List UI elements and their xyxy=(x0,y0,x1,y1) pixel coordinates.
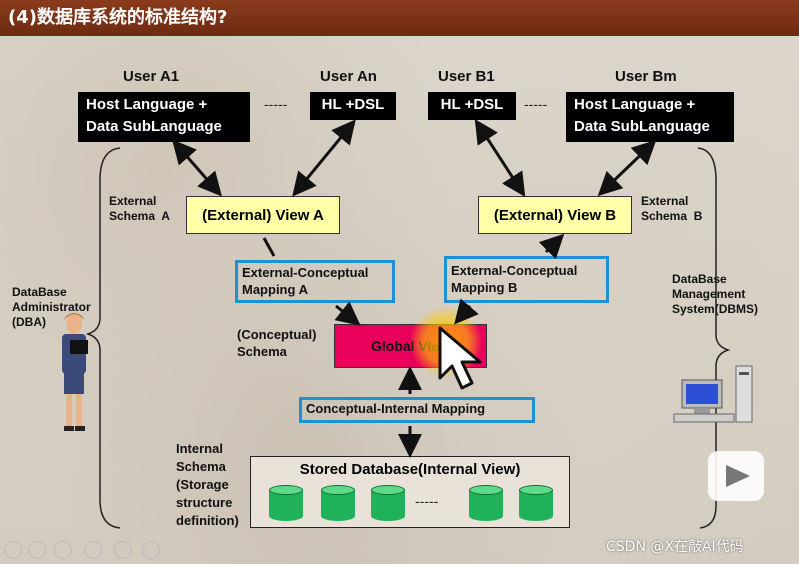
mouse-cursor-icon xyxy=(438,326,482,390)
next-slide-icon[interactable] xyxy=(28,541,46,559)
internal-schema-label: Internal Schema (Storage structure defin… xyxy=(176,441,239,528)
user-bm-label: User Bm xyxy=(615,68,677,85)
external-view-b-box: (External) View B xyxy=(478,196,632,234)
host-language-bm-box: Host Language + Data SubLanguage xyxy=(566,92,734,142)
conceptual-schema-label: (Conceptual) Schema xyxy=(237,327,317,359)
pen-icon[interactable] xyxy=(54,541,72,559)
database-cylinder xyxy=(269,485,303,521)
hl-dsl-b1-box: HL +DSL xyxy=(428,92,516,120)
stored-database-title: Stored Database(Internal View) xyxy=(299,461,521,478)
dbms-label: DataBase Management System(DBMS) xyxy=(672,272,759,316)
user-b1-label: User B1 xyxy=(438,68,495,85)
dashes-database: ----- xyxy=(415,493,439,509)
dbms-computer-icon xyxy=(673,365,753,423)
dashes-top-right: ----- xyxy=(524,96,548,112)
hl-dsl-an-box: HL +DSL xyxy=(310,92,396,120)
database-cylinder xyxy=(321,485,355,521)
external-conceptual-mapping-a-box: External-Conceptual Mapping A xyxy=(235,260,395,303)
video-play-icon[interactable] xyxy=(708,451,764,501)
previous-slide-icon[interactable] xyxy=(4,541,22,559)
database-cylinder xyxy=(371,485,405,521)
external-conceptual-mapping-b-box: External-Conceptual Mapping B xyxy=(444,256,609,303)
database-cylinder xyxy=(469,485,503,521)
slides-icon[interactable] xyxy=(84,541,102,559)
csdn-watermark: CSDN @X在敲AI代码 xyxy=(606,539,744,555)
slide-title: (4)数据库系统的标准结构? xyxy=(8,7,228,28)
external-schema-b-label: External Schema B xyxy=(641,194,703,223)
dba-label: DataBase Administrator (DBA) xyxy=(12,285,91,329)
more-icon[interactable] xyxy=(142,541,160,559)
stored-database-box: Stored Database(Internal View) ----- xyxy=(250,456,570,528)
host-language-a1-box: Host Language + Data SubLanguage xyxy=(78,92,250,142)
external-view-a-box: (External) View A xyxy=(186,196,340,234)
zoom-icon[interactable] xyxy=(114,541,132,559)
conceptual-internal-mapping-box: Conceptual-Internal Mapping xyxy=(299,397,535,423)
dashes-top-left: ----- xyxy=(264,96,288,112)
user-an-label: User An xyxy=(320,68,377,85)
database-cylinder xyxy=(519,485,553,521)
title-bar: (4)数据库系统的标准结构? xyxy=(0,0,799,36)
external-schema-a-label: External Schema A xyxy=(109,194,170,223)
dba-person-icon xyxy=(62,313,88,431)
user-a1-label: User A1 xyxy=(123,68,180,85)
